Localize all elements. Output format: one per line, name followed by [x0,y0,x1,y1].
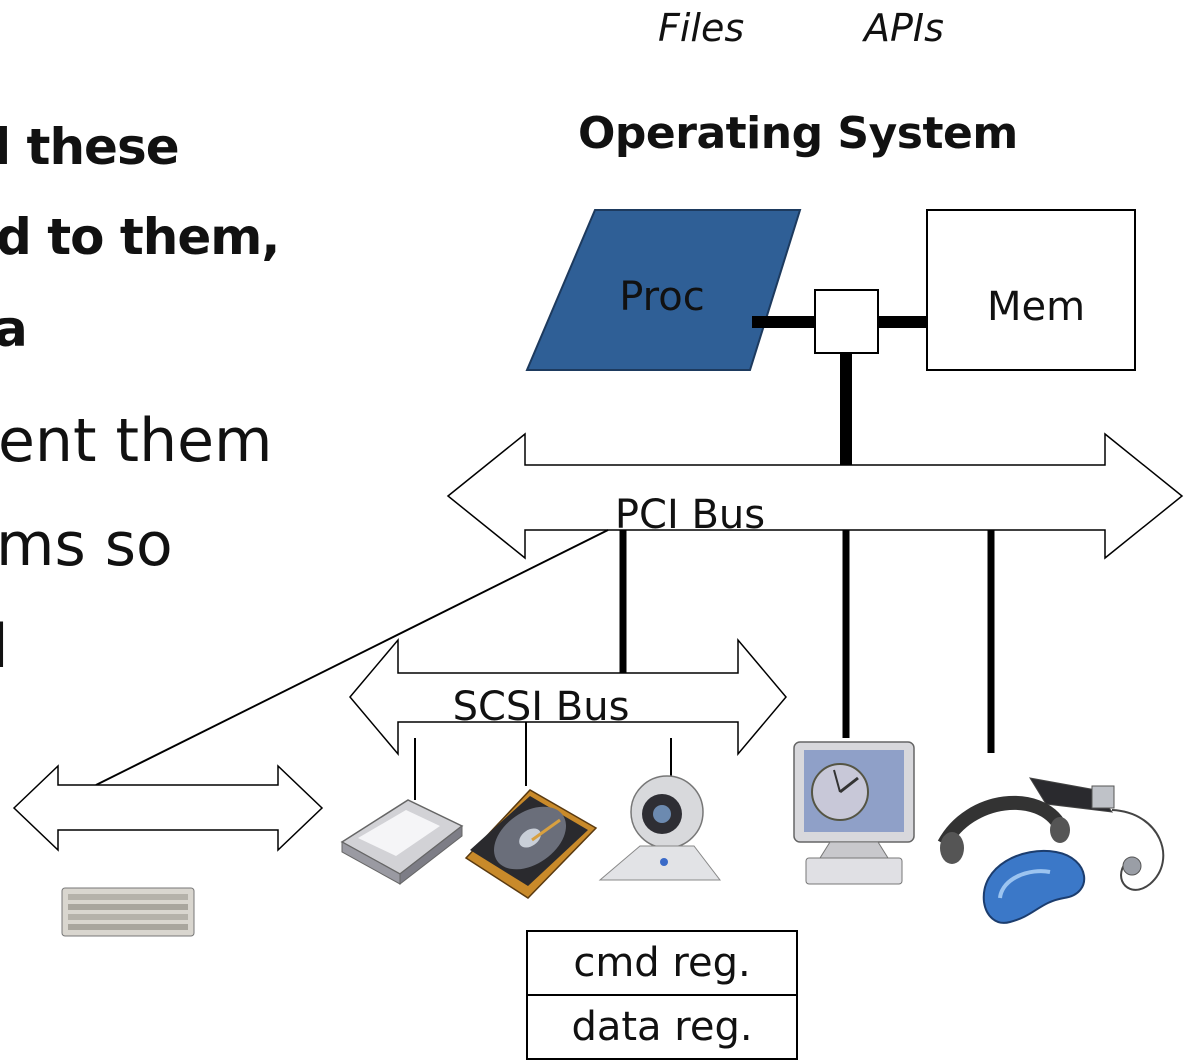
pci-to-keyboard-bus-link [95,529,609,786]
slide-text-line-4: ent them [0,406,273,476]
bridge-box [814,289,879,354]
slide-text-line-3: a [0,300,28,358]
slide-text-line-5: ms so [0,510,173,580]
hard-disk-icon [464,789,598,899]
monitor-icon [793,741,915,885]
scsi-bus-label: SCSI Bus [453,684,630,730]
keyboard-icon [61,887,195,937]
files-label: Files [658,6,745,50]
scsi-bus-arrow [349,637,787,757]
operating-system-title: Operating System [578,108,1018,159]
mem-label: Mem [987,284,1085,330]
memory-box [926,209,1136,371]
scanner-icon [340,799,464,886]
slide-text-line-6: l [0,612,9,682]
keyboard-bus-arrow [12,764,324,852]
apis-label: APIs [864,6,944,50]
pci-bus-label: PCI Bus [615,492,765,538]
pci-bus-arrow [446,432,1184,560]
processor-shape [525,209,802,371]
vr-headset-icon [937,777,1165,924]
slide-text-line-2: d to them, [0,208,280,266]
proc-label: Proc [619,274,704,320]
device-register-table: cmd reg. data reg. [526,930,798,1060]
data-register-cell: data reg. [528,996,796,1060]
slide-text-line-1: l these [0,118,180,176]
webcam-icon [598,775,722,881]
cmd-register-cell: cmd reg. [528,932,796,996]
